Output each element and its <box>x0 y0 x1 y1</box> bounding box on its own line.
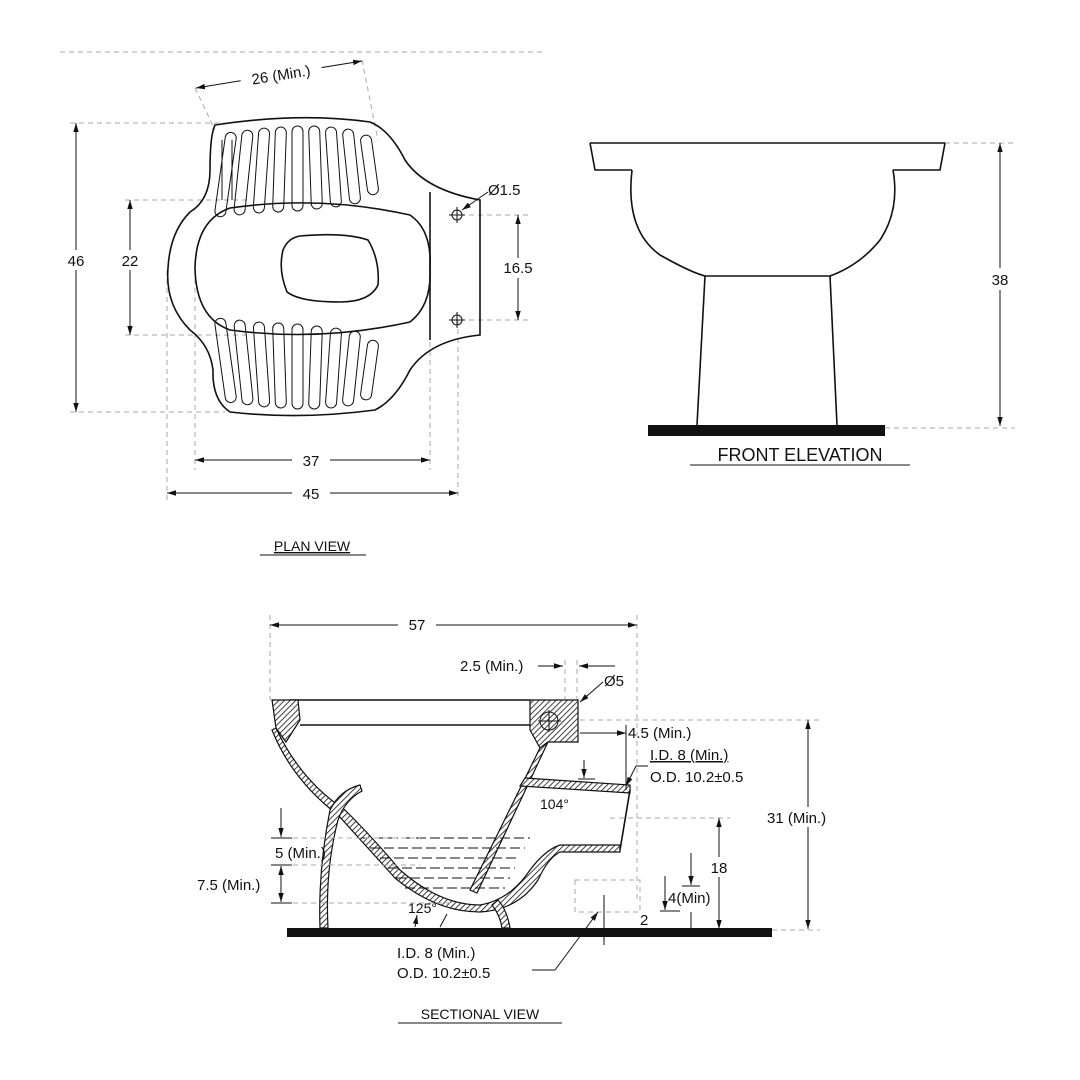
dim-water-depth: 5 (Min.) <box>275 845 326 862</box>
plan-view-title: PLAN VIEW <box>274 538 351 554</box>
dim-length: 46 <box>68 253 85 270</box>
dim-rim-dia: Ø5 <box>604 673 624 690</box>
dim-overall-width: 45 <box>303 486 320 503</box>
rim <box>589 142 946 171</box>
dim-height: 38 <box>992 272 1009 289</box>
dim-inlet-od: O.D. 10.2±0.5 <box>650 769 743 786</box>
water-seal <box>360 837 530 889</box>
trap-ghost <box>574 879 641 913</box>
floor-line <box>648 425 885 436</box>
dim-outlet-od: O.D. 10.2±0.5 <box>397 965 490 982</box>
dim-floor-gap: 2 <box>640 912 648 929</box>
dim-outlet-offset: 4.5 (Min.) <box>628 725 691 742</box>
dim-hole-spacing: 16.5 <box>503 260 532 277</box>
rim-top <box>290 699 530 726</box>
fixing-hole-top <box>449 207 465 223</box>
dim-outlet-id: I.D. 8 (Min.) <box>397 945 475 962</box>
pan-outline <box>166 116 481 417</box>
front-elevation: 38 FRONT ELEVATION <box>589 142 1015 466</box>
dim-inner-width: 37 <box>303 453 320 470</box>
grip-slots-top <box>214 125 379 218</box>
foot-area <box>194 202 431 336</box>
inlet-pipe <box>518 777 631 794</box>
outlet-hole <box>280 233 380 303</box>
dim-foot-area: 22 <box>122 253 139 270</box>
angle-top: 104° <box>540 796 569 812</box>
floor-line <box>287 928 772 937</box>
bowl-wall <box>271 727 621 913</box>
dim-outlet-height: 18 <box>711 860 728 877</box>
bowl <box>630 169 896 277</box>
dim-overall: 57 <box>409 617 426 634</box>
sectional-view: 57 2.5 (Min.) Ø5 <box>197 614 845 1024</box>
sectional-view-title: SECTIONAL VIEW <box>421 1006 540 1022</box>
dim-trap-depth: 7.5 (Min.) <box>197 877 260 894</box>
dim-height: 31 (Min.) <box>767 810 826 827</box>
angle-bottom: 125° <box>408 900 437 916</box>
front-leg <box>319 784 363 929</box>
dim-inlet-id: I.D. 8 (Min.) <box>650 747 728 764</box>
fixing-hole-bottom <box>449 312 465 328</box>
dim-rim-gap: 2.5 (Min.) <box>460 658 523 675</box>
dim-hole-dia: Ø1.5 <box>488 182 521 199</box>
plan-view: 46 22 16.5 37 45 26 (Min.) Ø1.5 PLAN VIE… <box>60 51 545 556</box>
front-elevation-title: FRONT ELEVATION <box>717 445 882 465</box>
dim-seal: 4(Min) <box>668 890 711 907</box>
